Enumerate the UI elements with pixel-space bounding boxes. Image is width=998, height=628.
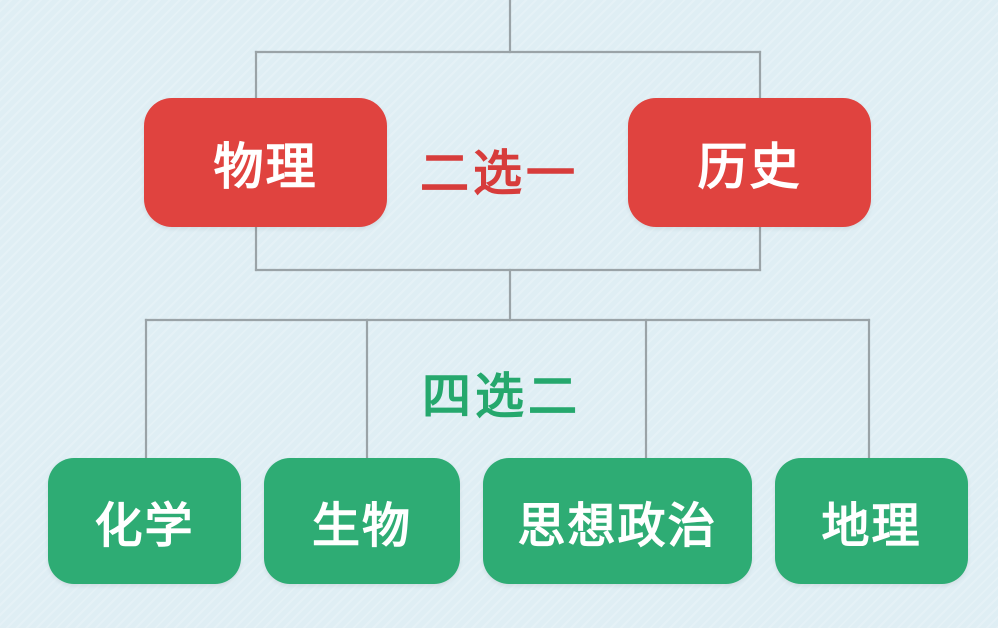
option-physics: 物理 — [144, 98, 387, 227]
option-physics-label: 物理 — [213, 137, 318, 196]
option-history: 历史 — [628, 98, 871, 227]
option-geography-label: 地理 — [821, 498, 922, 554]
choose-one-of-two-label: 二选一 — [420, 145, 580, 202]
option-geography: 地理 — [775, 458, 968, 584]
choose-two-of-four-label: 四选二 — [422, 368, 582, 425]
option-politics-label: 思想政治 — [517, 498, 718, 554]
option-politics: 思想政治 — [483, 458, 752, 584]
option-biology: 生物 — [264, 458, 460, 584]
option-biology-label: 生物 — [311, 498, 412, 554]
option-history-label: 历史 — [697, 137, 802, 196]
option-chemistry-label: 化学 — [94, 498, 195, 554]
option-chemistry: 化学 — [48, 458, 241, 584]
